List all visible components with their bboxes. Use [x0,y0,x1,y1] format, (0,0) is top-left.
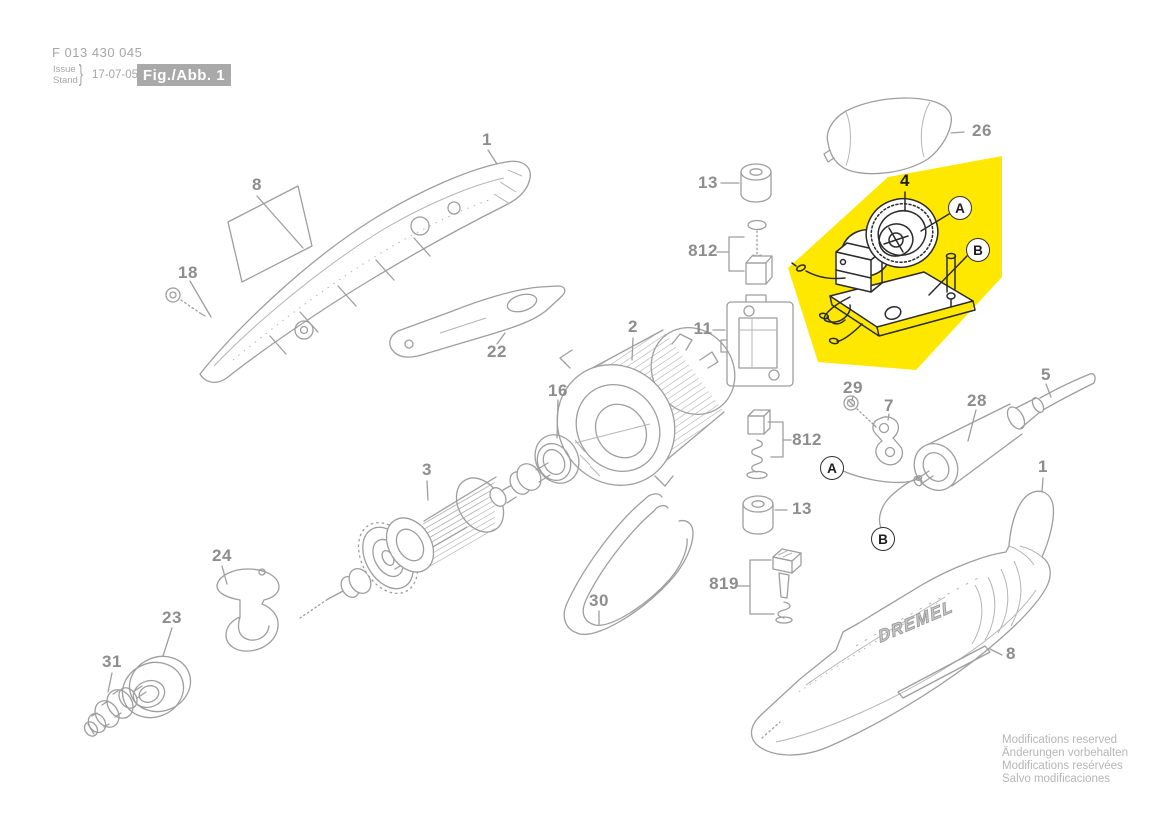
part-label-housing-lower: 1 [1038,457,1048,476]
part-label-slide-plate: 22 [487,342,507,361]
part-label-cord-sleeve: 28 [967,391,987,410]
part-label-motor-cover: 26 [972,121,992,140]
slide-plate-art [389,285,566,358]
cord-wires-art [842,470,923,529]
armature-art [299,462,551,619]
part-label-power-cord: 5 [1041,365,1051,384]
housing-upper-art [199,149,531,383]
part-label-name-plate-upper: 8 [252,175,262,194]
switch-knob-art [736,548,802,624]
issue-label-de: Stand [53,75,78,86]
cord-clamp-art [872,413,904,466]
clamp-screw-art [843,395,877,428]
collet-chuck-art [83,672,147,737]
part-label-carbon-brush-lower: 812 [792,430,822,449]
part-label-wire-bail: 30 [589,591,609,610]
part-label-stator: 2 [628,317,638,336]
part-label-housing-screw: 18 [178,263,198,282]
bearing-ring-art [534,399,580,484]
part-label-bearing-ring: 16 [548,381,568,400]
name-plate-lower-art [897,645,1003,699]
notice-line: Modifications resérvées [1002,760,1123,772]
part-label-brush-cap-lower: 13 [792,499,812,518]
part-label-switch-knob: 819 [709,574,739,593]
stator-art [556,327,736,487]
issue-brace: } [78,60,83,86]
part-label-armature: 3 [422,460,432,479]
callout-a-assembly: A [948,196,972,220]
part-label-switch-assembly: 4 [900,171,910,190]
brush-set-lower-art [746,409,792,480]
housing-lower-art [750,477,1055,756]
issue-date: 17-07-05 [92,69,139,81]
cord-sleeve-art [913,372,1096,491]
document-number: F 013 430 045 [52,45,143,60]
part-label-housing-upper: 1 [482,130,492,149]
nose-ring-art [121,627,192,719]
part-label-collet-chuck: 31 [102,652,122,671]
part-label-brush-cap-upper: 13 [698,173,718,192]
housing-screw-art [165,280,212,318]
issue-label-en: Issue [53,64,76,75]
callout-b-assembly: B [966,238,990,262]
part-label-carbon-brush-upper: 812 [688,241,718,260]
brush-holder-art [712,294,794,387]
notice-line: Änderungen vorbehalten [1002,747,1128,759]
wire-bail-art [563,493,694,636]
modification-notice: Modifications reserved Änderungen vorbeh… [1002,734,1128,786]
part-label-hanger-cap: 24 [212,546,232,565]
motor-cover-art [823,97,965,175]
notice-line: Modifications reserved [1002,734,1118,746]
name-plate-upper-art [227,185,313,283]
notice-line: Salvo modificaciones [1002,773,1111,785]
switch-assembly-art [791,191,976,345]
part-label-nose-ring: 23 [162,608,182,627]
brush-set-upper-art [716,163,773,285]
part-label-brush-holder: 11 [693,319,713,338]
figure-badge: Fig./Abb. 1 [137,64,231,86]
callout-b-wire: B [871,527,895,551]
part-label-name-plate-lower: 8 [1006,644,1016,663]
hanger-cap-art [216,565,280,652]
callout-a-wire: A [820,456,844,480]
part-label-clamp-screw: 29 [843,378,863,397]
part-label-cord-clamp: 7 [884,396,894,415]
brush-cap-lower-art [742,495,788,535]
